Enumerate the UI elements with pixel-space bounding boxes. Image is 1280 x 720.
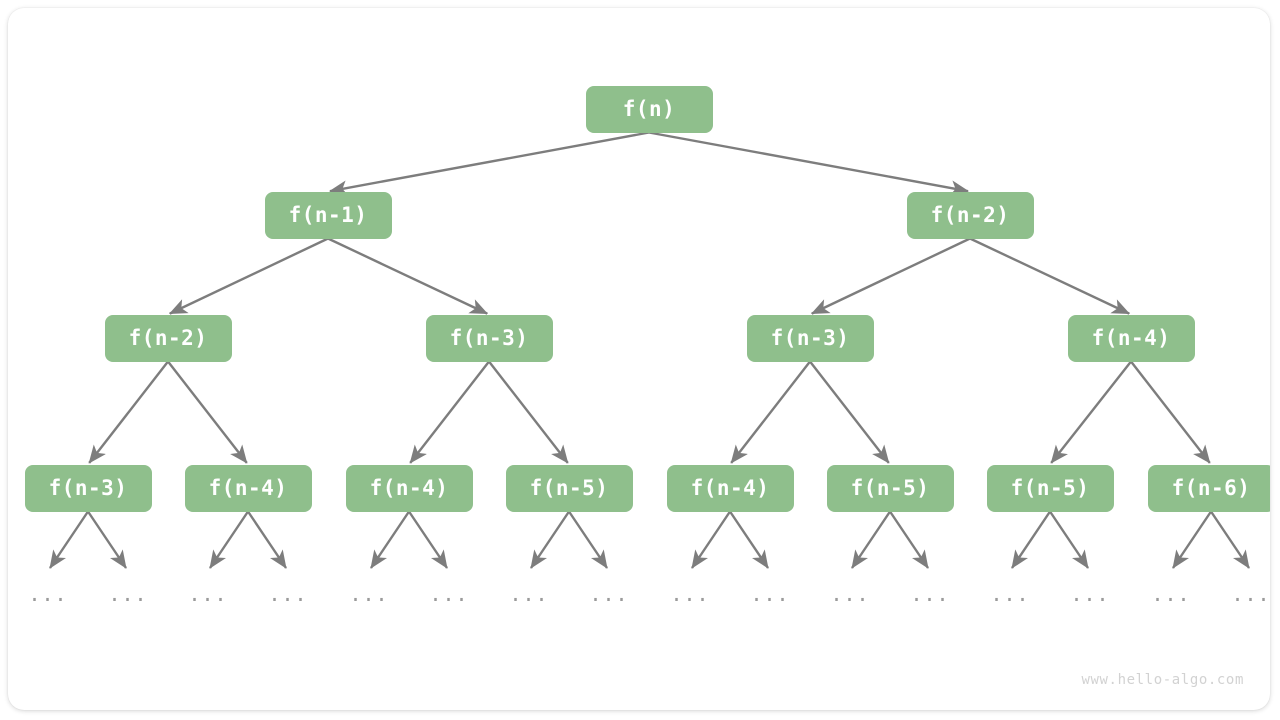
leaf-edge	[1172, 510, 1212, 569]
tree-edge	[730, 360, 811, 464]
tree-node[interactable]: f(n-4)	[345, 464, 473, 512]
tree-edge	[809, 360, 890, 464]
leaf-edge	[889, 510, 929, 569]
ellipsis-label: ...	[1231, 582, 1270, 606]
tree-node[interactable]: f(n-4)	[666, 464, 794, 512]
tree-node[interactable]: f(n-2)	[906, 191, 1034, 239]
watermark-text: www.hello-algo.com	[1081, 672, 1244, 688]
ellipsis-label: ...	[349, 582, 389, 606]
tree-edge	[329, 131, 650, 196]
ellipsis-label: ...	[509, 582, 549, 606]
leaf-edge	[530, 510, 570, 569]
ellipsis-label: ...	[1151, 582, 1191, 606]
tree-node[interactable]: f(n-3)	[24, 464, 152, 512]
leaf-edge	[87, 510, 127, 569]
tree-node[interactable]: f(n-2)	[104, 314, 232, 362]
ellipsis-label: ...	[670, 582, 710, 606]
tree-edge	[488, 360, 569, 464]
leaf-edge	[49, 510, 89, 569]
tree-node[interactable]: f(n-3)	[425, 314, 553, 362]
tree-edge	[969, 237, 1131, 315]
leaf-edge	[1210, 510, 1250, 569]
tree-node[interactable]: f(n-4)	[1067, 314, 1195, 362]
leaf-edge	[851, 510, 891, 569]
tree-node[interactable]: f(n)	[585, 85, 713, 133]
ellipsis-label: ...	[910, 582, 950, 606]
tree-edge	[648, 131, 969, 196]
leaf-edge	[729, 510, 769, 569]
ellipsis-label: ...	[990, 582, 1030, 606]
leaf-edge	[209, 510, 249, 569]
leaf-edge	[408, 510, 448, 569]
tree-edge	[810, 237, 971, 315]
leaf-edge	[370, 510, 410, 569]
ellipsis-label: ...	[830, 582, 870, 606]
tree-edge	[1050, 360, 1132, 464]
tree-node[interactable]: f(n-5)	[505, 464, 633, 512]
ellipsis-label: ...	[188, 582, 228, 606]
tree-edge	[167, 360, 248, 464]
tree-edge	[88, 360, 169, 464]
ellipsis-label: ...	[108, 582, 148, 606]
tree-edge	[1130, 360, 1211, 464]
tree-edge	[168, 237, 329, 315]
tree-node[interactable]: f(n-5)	[986, 464, 1114, 512]
ellipsis-label: ...	[268, 582, 308, 606]
ellipsis-label: ...	[1070, 582, 1110, 606]
tree-edge	[327, 237, 489, 315]
diagram-card: f(n) f(n-1) f(n-2) f(n-2) f(n-3) f(n-3) f(n-4)…	[8, 8, 1270, 710]
tree-node[interactable]: f(n-4)	[184, 464, 312, 512]
leaf-edge	[568, 510, 608, 569]
leaf-edge	[691, 510, 731, 569]
tree-node[interactable]: f(n-6)	[1147, 464, 1270, 512]
ellipsis-label: ...	[750, 582, 790, 606]
tree-node[interactable]: f(n-1)	[264, 191, 392, 239]
leaf-edge	[247, 510, 287, 569]
tree-node[interactable]: f(n-3)	[746, 314, 874, 362]
ellipsis-label: ...	[28, 582, 68, 606]
tree-edge	[409, 360, 490, 464]
ellipsis-label: ...	[589, 582, 629, 606]
tree-node[interactable]: f(n-5)	[826, 464, 954, 512]
ellipsis-label: ...	[429, 582, 469, 606]
leaf-edge	[1011, 510, 1051, 569]
leaf-edge	[1049, 510, 1089, 569]
